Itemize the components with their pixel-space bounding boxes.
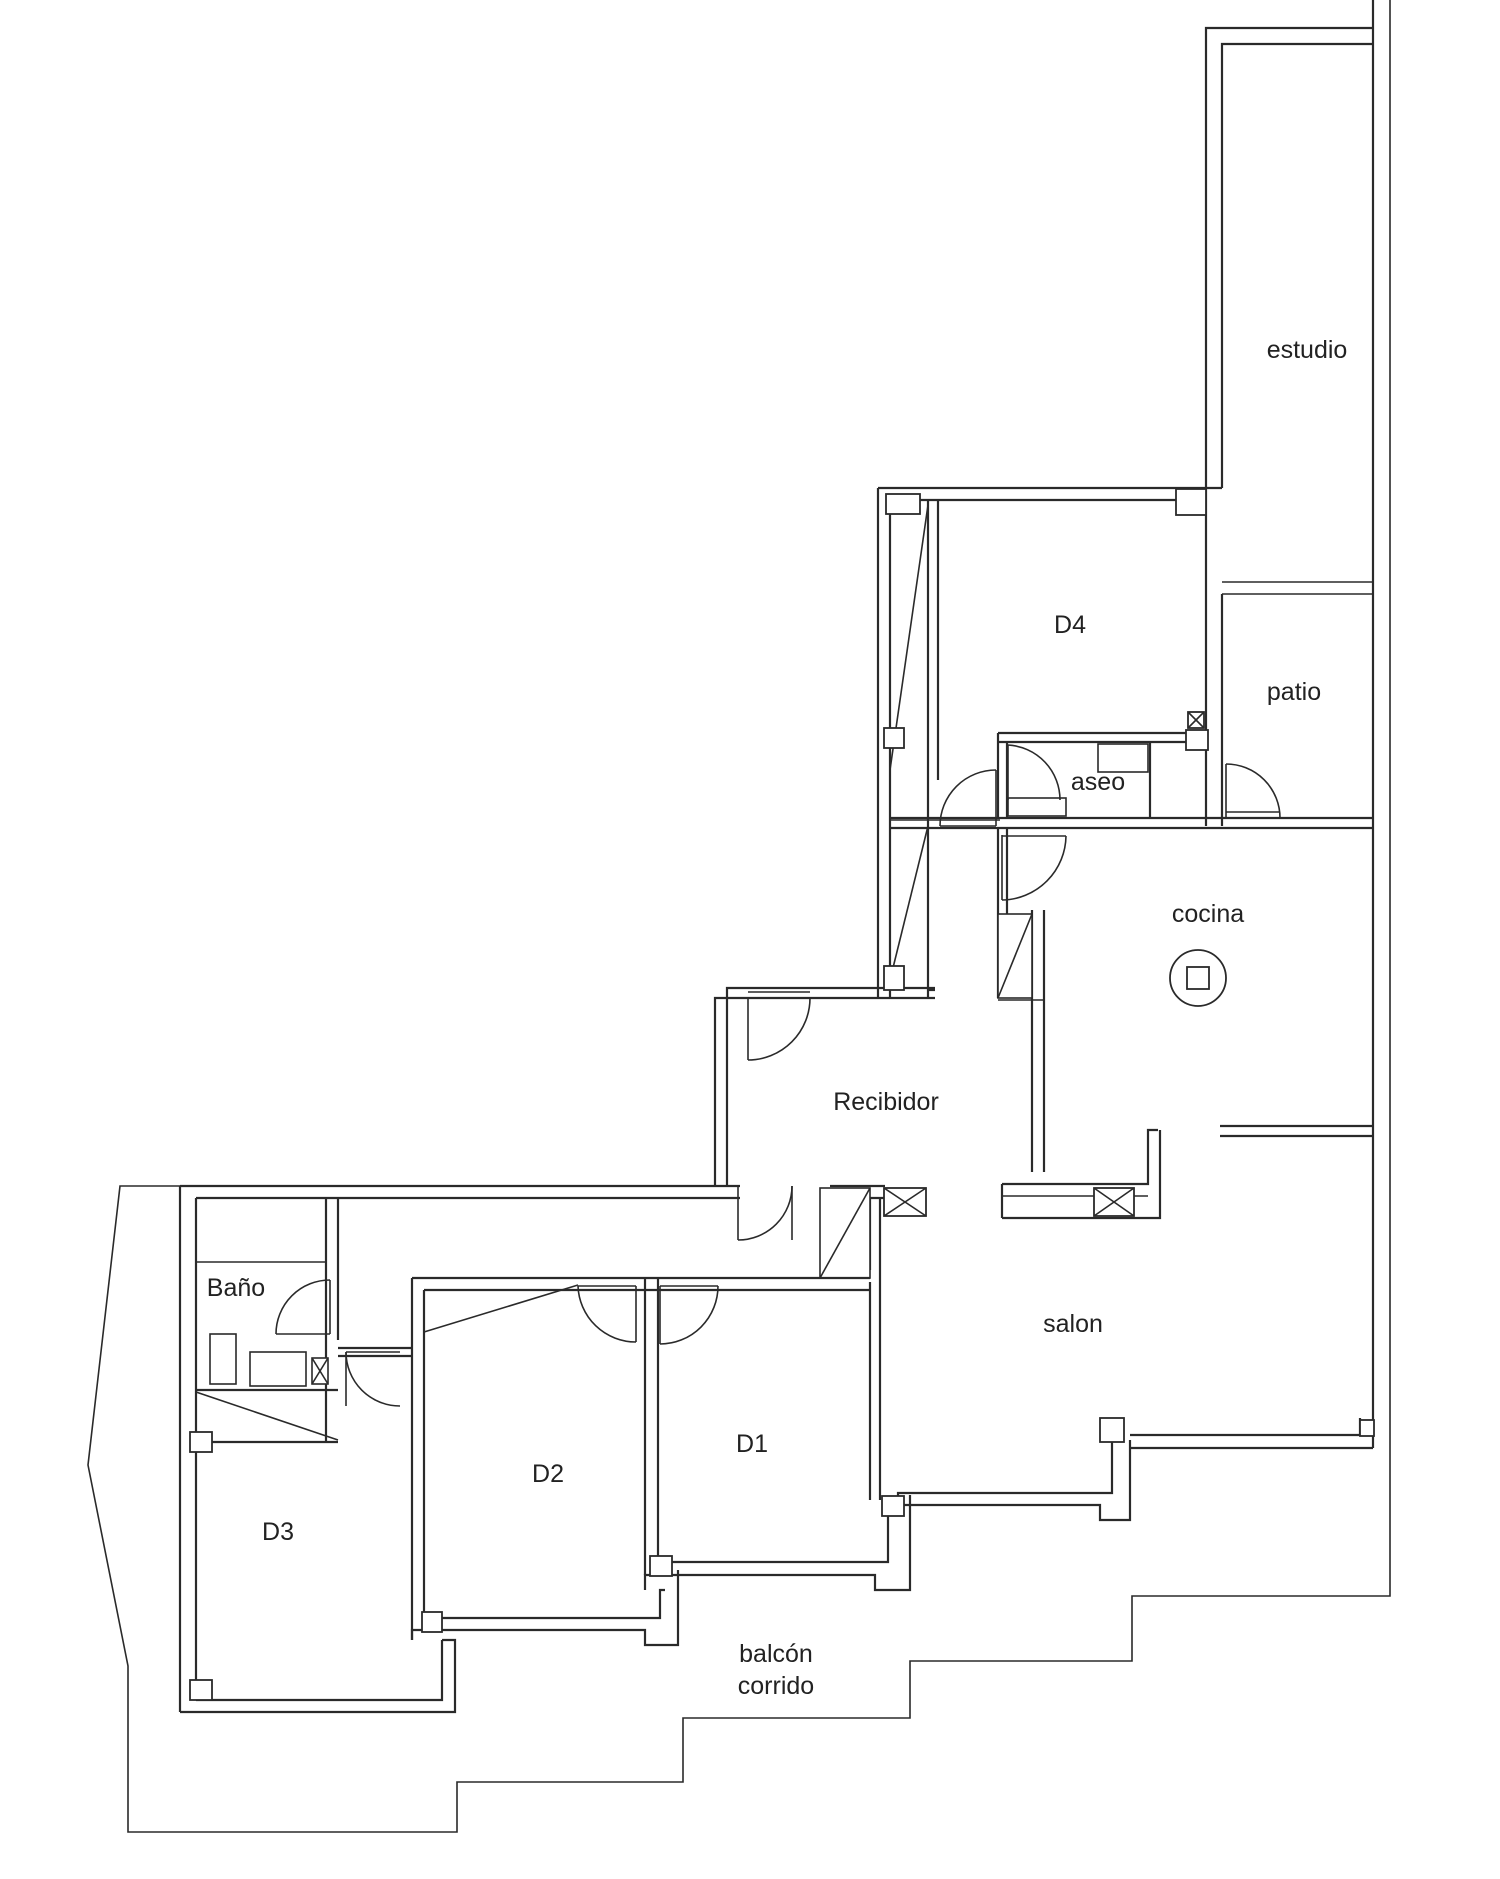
room-label-estudio: estudio (1267, 336, 1348, 364)
room-label-salon: salon (1043, 1310, 1103, 1338)
room-label-d2: D2 (532, 1460, 564, 1488)
doors (275, 744, 1281, 1407)
balcony-outline (87, 0, 1391, 1833)
exterior-walls (178, 0, 1375, 1714)
columns (189, 488, 1375, 1701)
interior-walls (195, 504, 1373, 1640)
room-label-aseo: aseo (1071, 768, 1125, 796)
room-label-bano: Baño (207, 1274, 265, 1302)
balcony-label-line2: corrido (738, 1672, 814, 1700)
room-label-d1: D1 (736, 1430, 768, 1458)
balcony-label-line1: balcón (739, 1640, 813, 1668)
room-label-d4: D4 (1054, 611, 1086, 639)
room-label-patio: patio (1267, 678, 1321, 706)
room-labels: estudio D4 patio aseo cocina Recibidor B… (207, 336, 1348, 1700)
room-label-cocina: cocina (1172, 900, 1244, 928)
room-label-d3: D3 (262, 1518, 294, 1546)
room-label-recibidor: Recibidor (833, 1088, 939, 1116)
